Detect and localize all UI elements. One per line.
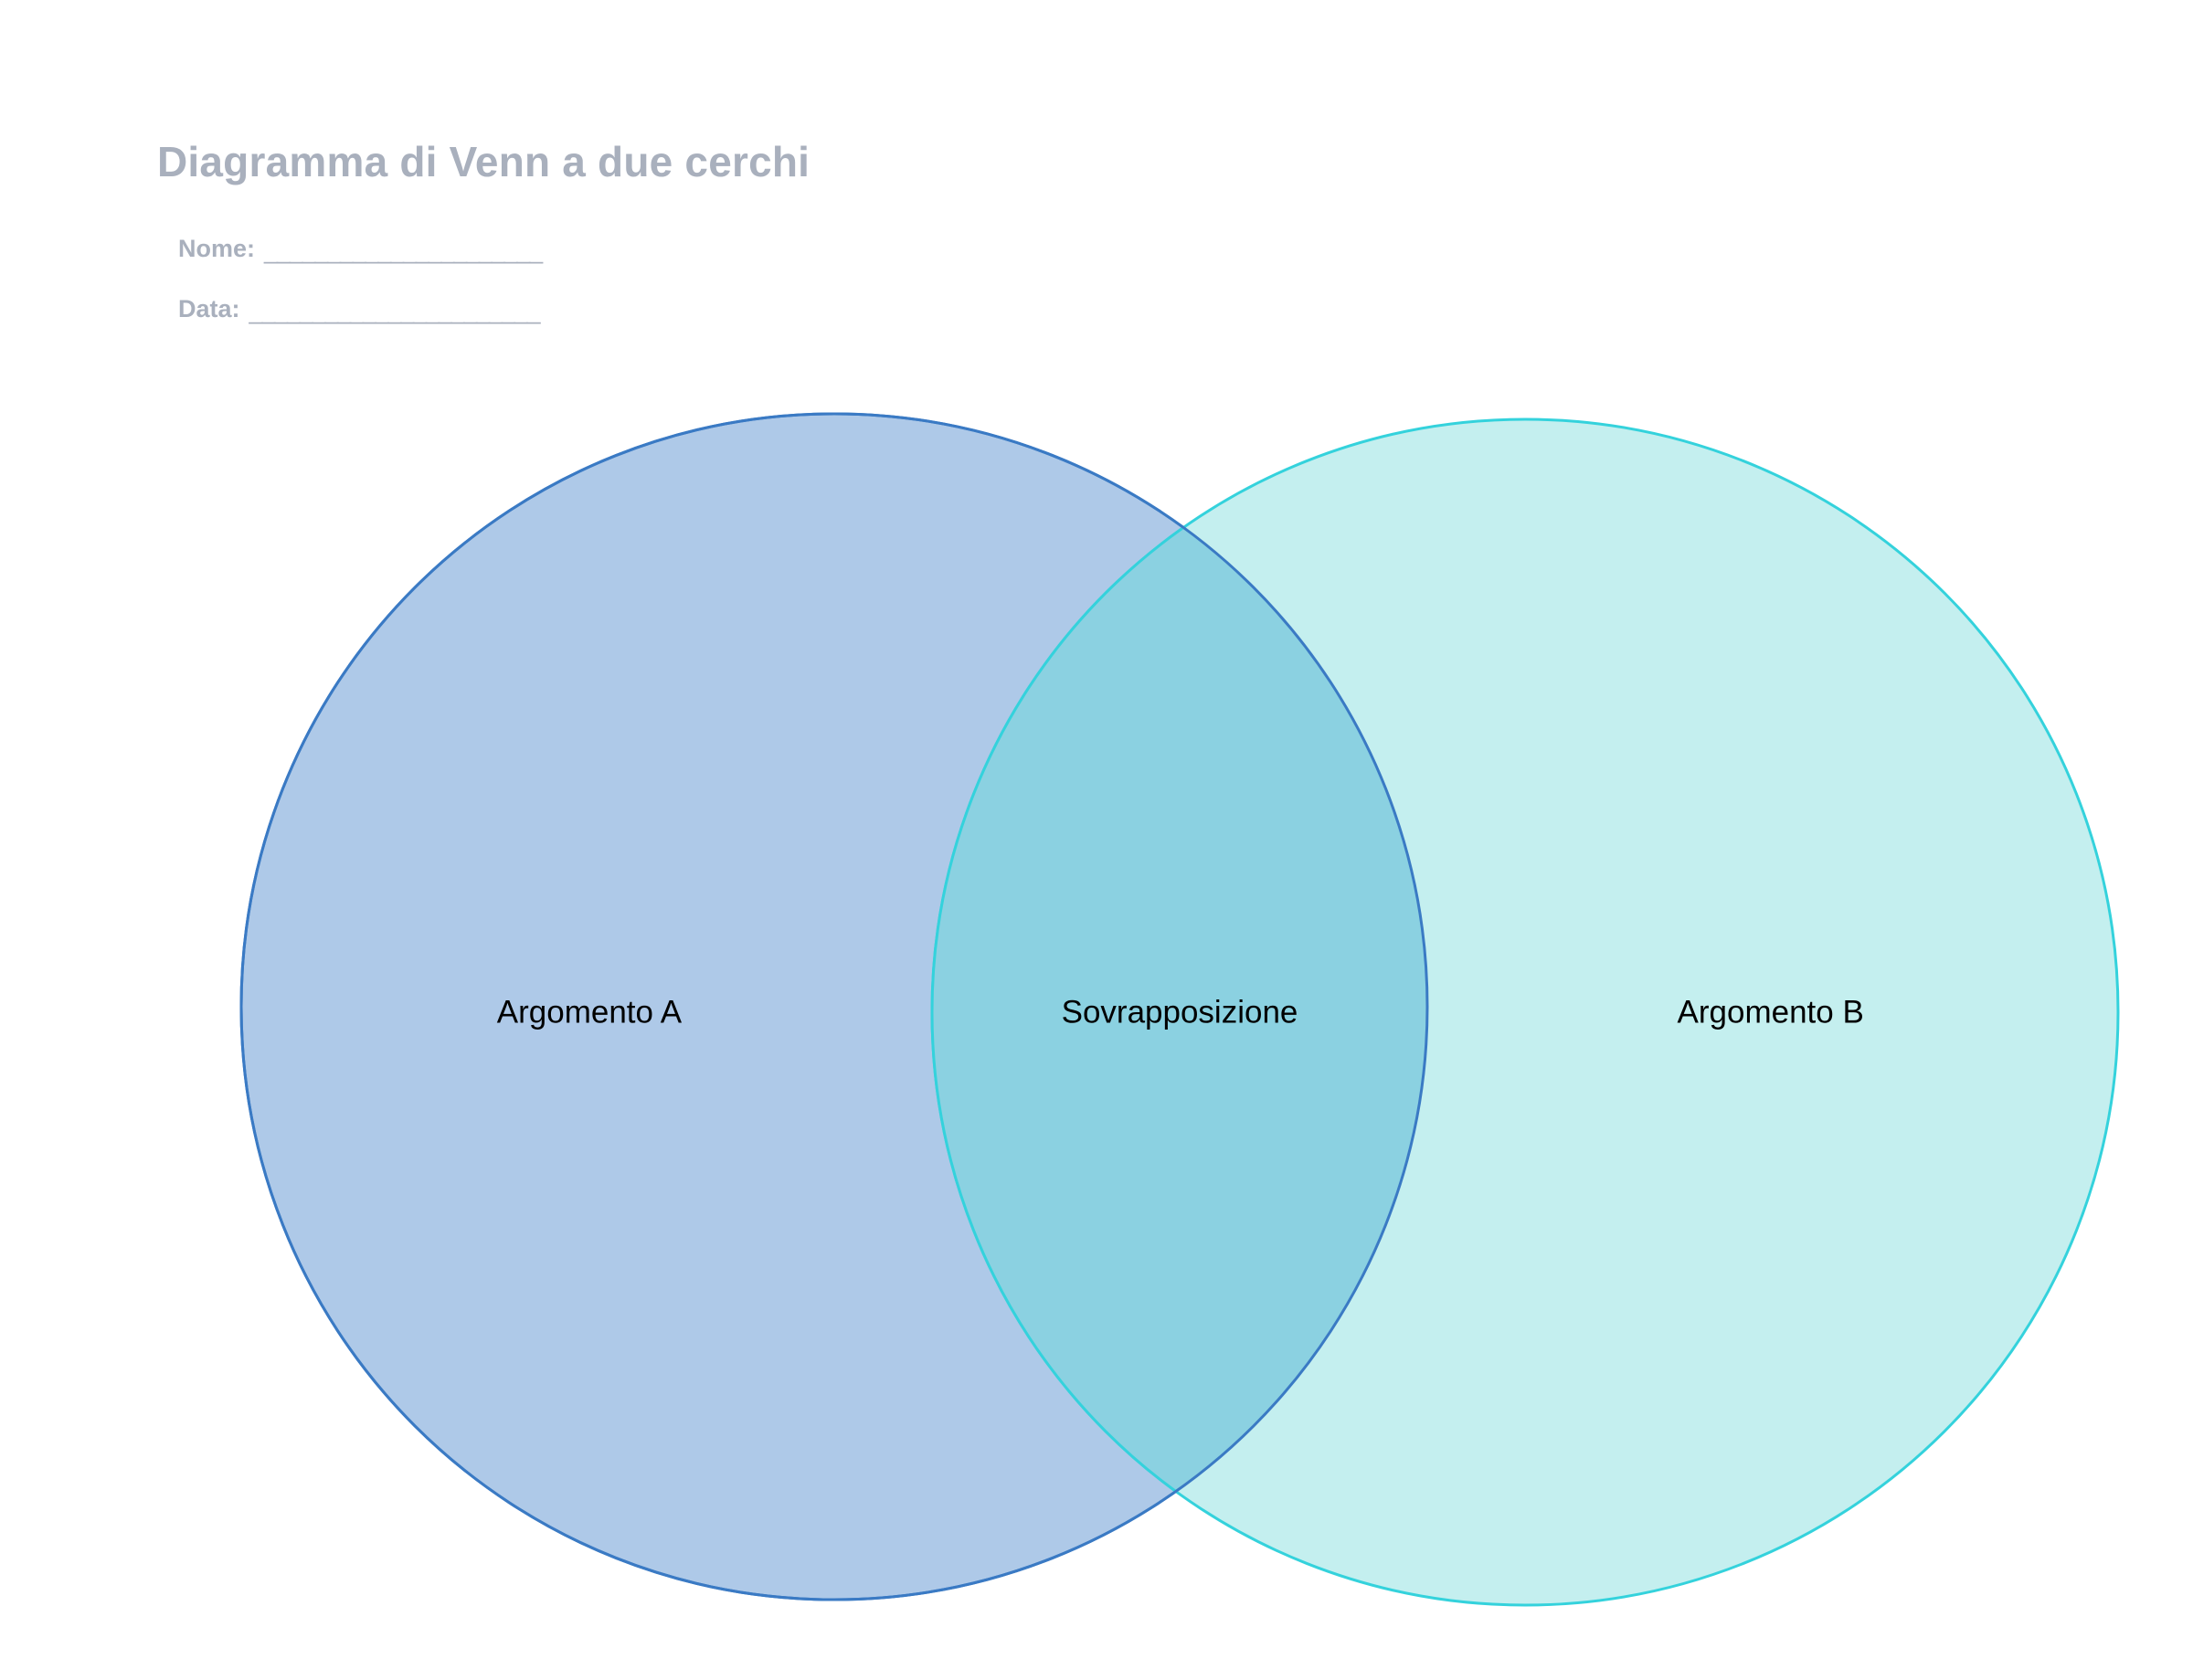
- venn-circle-right[interactable]: [930, 417, 2120, 1607]
- worksheet-header: Diagramma di Venn a due cerchi Nome: ___…: [157, 137, 1254, 323]
- page-title: Diagramma di Venn a due cerchi: [157, 138, 810, 185]
- date-field-label: Data:: [178, 295, 240, 323]
- date-field-input[interactable]: _______________________: [249, 297, 541, 325]
- venn-label-left: Argomento A: [497, 994, 683, 1030]
- name-field-label: Nome:: [178, 235, 256, 263]
- venn-label-overlap: Sovrapposizione: [1062, 994, 1298, 1030]
- name-field-row: Nome: ______________________: [178, 235, 1254, 263]
- venn-circle-left-outline: [239, 412, 1429, 1601]
- venn-label-right: Argomento B: [1678, 994, 1864, 1030]
- name-field-input[interactable]: ______________________: [264, 237, 543, 265]
- venn-circle-left[interactable]: [239, 412, 1429, 1601]
- venn-overlap-region[interactable]: [930, 417, 2118, 1605]
- date-field-row: Data: _______________________: [178, 295, 1254, 323]
